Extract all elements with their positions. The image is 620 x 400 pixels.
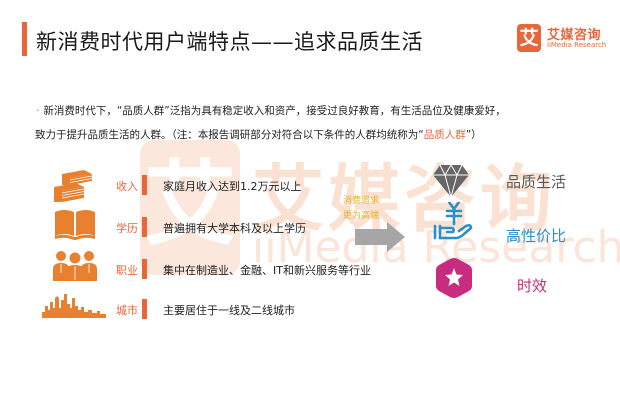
- transition-note: 消费追求 更为高端: [343, 194, 379, 224]
- description-line2: 致力于提升品质生活的人群。（注：本报告调研部分对符合以下条件的人群均统称为“品质…: [35, 123, 596, 147]
- criteria-bar: [142, 175, 147, 195]
- criteria-bar: [142, 299, 147, 319]
- criteria-label: 收入: [116, 180, 138, 193]
- criteria-text: 普遍拥有大学本科及以上学历: [163, 222, 306, 235]
- page-title: 新消费时代用户端特点——追求品质生活: [36, 30, 423, 54]
- bullet-icon: ·: [36, 105, 40, 117]
- hand-yuan-icon: [433, 202, 473, 240]
- people-group-icon: [53, 251, 97, 281]
- city-skyline-icon: [42, 294, 106, 318]
- outcome-label-timeliness: 时效: [517, 277, 548, 295]
- money-stack-icon: [54, 170, 93, 202]
- logo-name-cn: 艾媒咨询: [547, 28, 602, 43]
- criteria-bar: [142, 217, 147, 237]
- description-line1: 新消费时代下，“品质人群”泛指为具有稳定收入和资产，接受过良好教育，有生活品位及…: [43, 105, 506, 117]
- criteria-label: 职业: [116, 264, 138, 277]
- transition-line2: 更为高端: [343, 211, 380, 221]
- title-accent-bar: [22, 22, 27, 56]
- criteria-row-occupation: 职业 集中在制造业、金融、IT和新兴服务等行业: [0, 251, 371, 284]
- criteria-label: 城市: [116, 304, 138, 317]
- outcome-label-value: 高性价比: [506, 227, 567, 245]
- criteria-row-education: 学历 普遍拥有大学本科及以上学历: [0, 210, 360, 242]
- logo-mark-icon: 艾: [517, 24, 541, 52]
- criteria-bar: [142, 259, 147, 279]
- right-arrow-icon: [355, 222, 405, 252]
- transition-line1: 消费追求: [343, 196, 380, 206]
- logo-name-en: iiMedia Research: [547, 41, 607, 49]
- open-book-icon: [55, 210, 95, 240]
- diamond-icon: [433, 165, 469, 197]
- criteria-row-city: 城市 主要居住于一线及二线城市: [0, 294, 360, 324]
- highlight-term: 品质人群: [423, 129, 466, 141]
- description-line2-text: 致力于提升品质生活的人群。（注：本报告调研部分对符合以下条件的人群均统称为“: [35, 129, 424, 141]
- description-line2-end: ”）: [465, 129, 482, 141]
- criteria-text: 家庭月收入达到1.2万元以上: [163, 180, 302, 193]
- outcome-label-quality: 品质生活: [506, 173, 567, 191]
- description-paragraph: ·新消费时代下，“品质人群”泛指为具有稳定收入和资产，接受过良好教育，有生活品位…: [35, 99, 596, 147]
- brand-logo: 艾 艾媒咨询 iiMedia Research: [517, 24, 617, 54]
- criteria-row-income: 收入 家庭月收入达到1.2万元以上: [0, 170, 360, 202]
- criteria-text: 主要居住于一线及二线城市: [163, 304, 295, 317]
- criteria-text: 集中在制造业、金融、IT和新兴服务等行业: [163, 264, 371, 277]
- criteria-label: 学历: [116, 222, 138, 235]
- star-hexagon-icon: [436, 258, 472, 298]
